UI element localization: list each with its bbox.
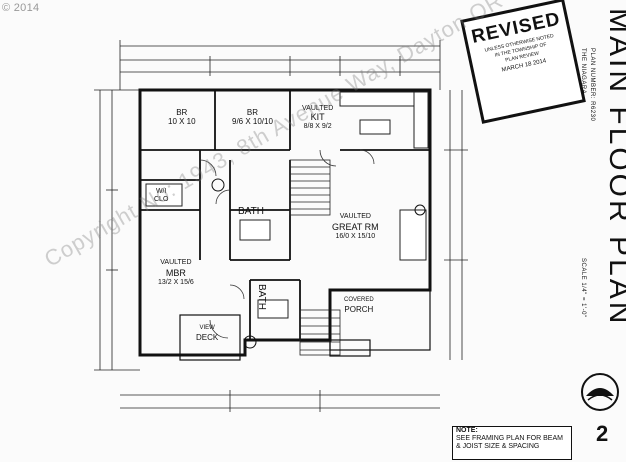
main-title: MAIN FLOOR PLAN xyxy=(603,8,626,327)
designer-logo xyxy=(581,373,619,411)
room-deck-covered: VIEW xyxy=(199,325,215,331)
sheet-number: 2 xyxy=(596,421,609,446)
room-mbr-vault: VAULTED xyxy=(160,259,192,266)
note-line-1: SEE FRAMING PLAN FOR BEAM xyxy=(456,435,563,442)
room-kit-label: KIT xyxy=(310,112,325,122)
room-bath1: BATH xyxy=(238,206,264,217)
title-sub-3: SCALE 1/4" = 1'-0" xyxy=(580,258,586,318)
room-br1: BR 10 X 10 xyxy=(168,108,196,126)
room-mbr-name: MBR xyxy=(165,268,186,278)
room-kit: VAULTED KIT 8/8 X 9/2 xyxy=(302,104,333,131)
room-br1-name: BR xyxy=(176,108,188,117)
room-br2-size: 9/6 X 10/10 xyxy=(232,117,273,126)
note-box: NOTE: SEE FRAMING PLAN FOR BEAM & JOIST … xyxy=(452,426,572,460)
room-br2-name: BR xyxy=(246,108,259,117)
room-porch-name: PORCH xyxy=(344,305,374,314)
note-line-2: & JOIST SIZE & SPACING xyxy=(456,443,540,450)
copyright-label: © 2014 xyxy=(2,2,40,14)
room-kit-size: 8/8 X 9/2 xyxy=(303,123,332,130)
room-porch: COVERED PORCH xyxy=(344,296,374,314)
title-sub-1: THE NIAGARA xyxy=(580,48,586,95)
room-wi-size: CLO xyxy=(154,196,169,203)
room-great: VAULTED GREAT RM 16/0 X 15/10 xyxy=(332,212,379,242)
title-sub-2: PLAN NUMBER: R6230 xyxy=(589,48,595,122)
room-deck-name: DECK xyxy=(196,333,219,342)
note-heading: NOTE: xyxy=(456,427,478,434)
room-great-size: 16/0 X 15/10 xyxy=(335,233,376,240)
room-bath2: BATH xyxy=(256,284,267,310)
room-kit-vault: VAULTED xyxy=(302,105,334,112)
title-block: MAIN FLOOR PLAN THE NIAGARA PLAN NUMBER:… xyxy=(576,8,626,428)
room-mbr: VAULTED MBR 13/2 X 15/6 xyxy=(158,258,194,288)
room-br1-size: 10 X 10 xyxy=(168,117,196,126)
room-wi: W/I CLO xyxy=(154,188,168,204)
room-porch-covered: COVERED xyxy=(344,297,374,303)
room-wi-name: W/I xyxy=(155,188,167,195)
room-br2: BR 9/6 X 10/10 xyxy=(232,108,273,126)
room-great-vault: VAULTED xyxy=(339,213,371,220)
room-mbr-size: 13/2 X 15/6 xyxy=(158,279,194,286)
room-great-name: GREAT RM xyxy=(332,222,379,232)
room-deck: VIEW DECK xyxy=(196,324,218,342)
